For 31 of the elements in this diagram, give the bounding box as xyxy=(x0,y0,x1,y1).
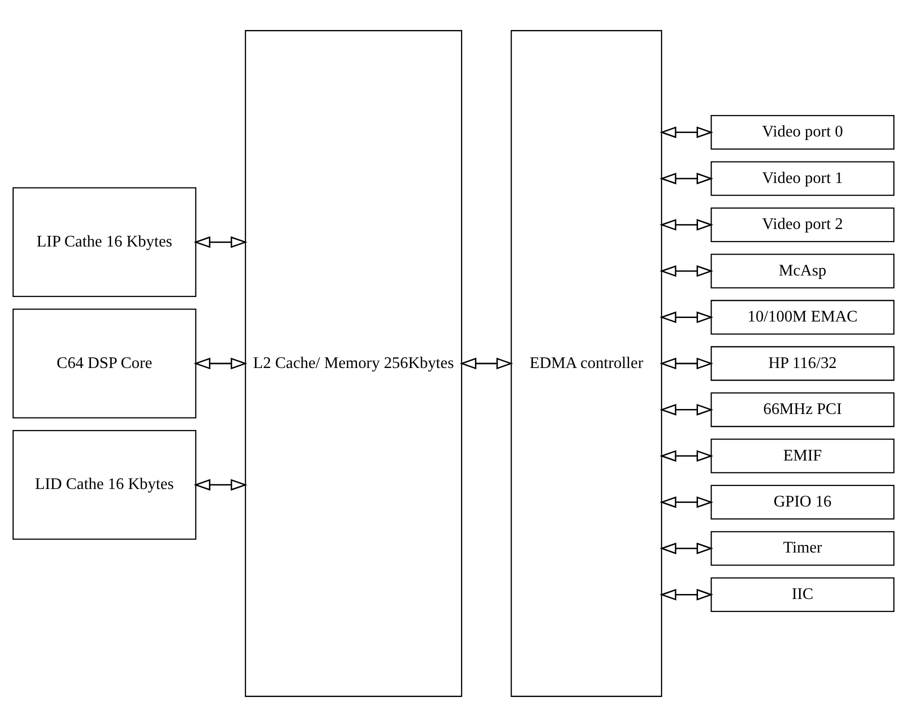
node-box: 66MHz PCI xyxy=(710,392,894,428)
arrow xyxy=(194,236,248,248)
node-box: Video port 1 xyxy=(710,161,894,196)
node-box: Timer xyxy=(710,531,894,566)
arrow xyxy=(194,358,248,370)
node-box: EDMA controller xyxy=(510,30,662,697)
arrow xyxy=(660,265,714,277)
arrow xyxy=(460,358,514,370)
node-box: 10/100M EMAC xyxy=(710,300,894,335)
arrow xyxy=(660,588,714,600)
node-box: GPIO 16 xyxy=(710,484,894,520)
arrow xyxy=(660,496,714,508)
arrow xyxy=(660,311,714,324)
arrow xyxy=(660,172,714,184)
arrow xyxy=(660,358,714,370)
node-box: Video port 0 xyxy=(710,115,894,150)
node-box: McAsp xyxy=(710,254,894,288)
arrow xyxy=(660,404,714,416)
node-box: C64 DSP Core xyxy=(12,308,196,418)
arrow xyxy=(660,450,714,462)
arrow xyxy=(660,218,714,231)
node-box: L2 Cache/ Memory 256Kbytes xyxy=(244,30,462,697)
node-box: EMIF xyxy=(710,438,894,474)
node-box: LIP Cathe 16 Kbytes xyxy=(12,187,196,298)
arrow xyxy=(660,542,714,554)
node-box: HP 116/32 xyxy=(710,346,894,381)
node-box: IIC xyxy=(710,577,894,612)
node-box: LID Cathe 16 Kbytes xyxy=(12,430,196,540)
arrow xyxy=(660,126,714,138)
node-box: Video port 2 xyxy=(710,207,894,242)
arrow xyxy=(194,479,248,491)
